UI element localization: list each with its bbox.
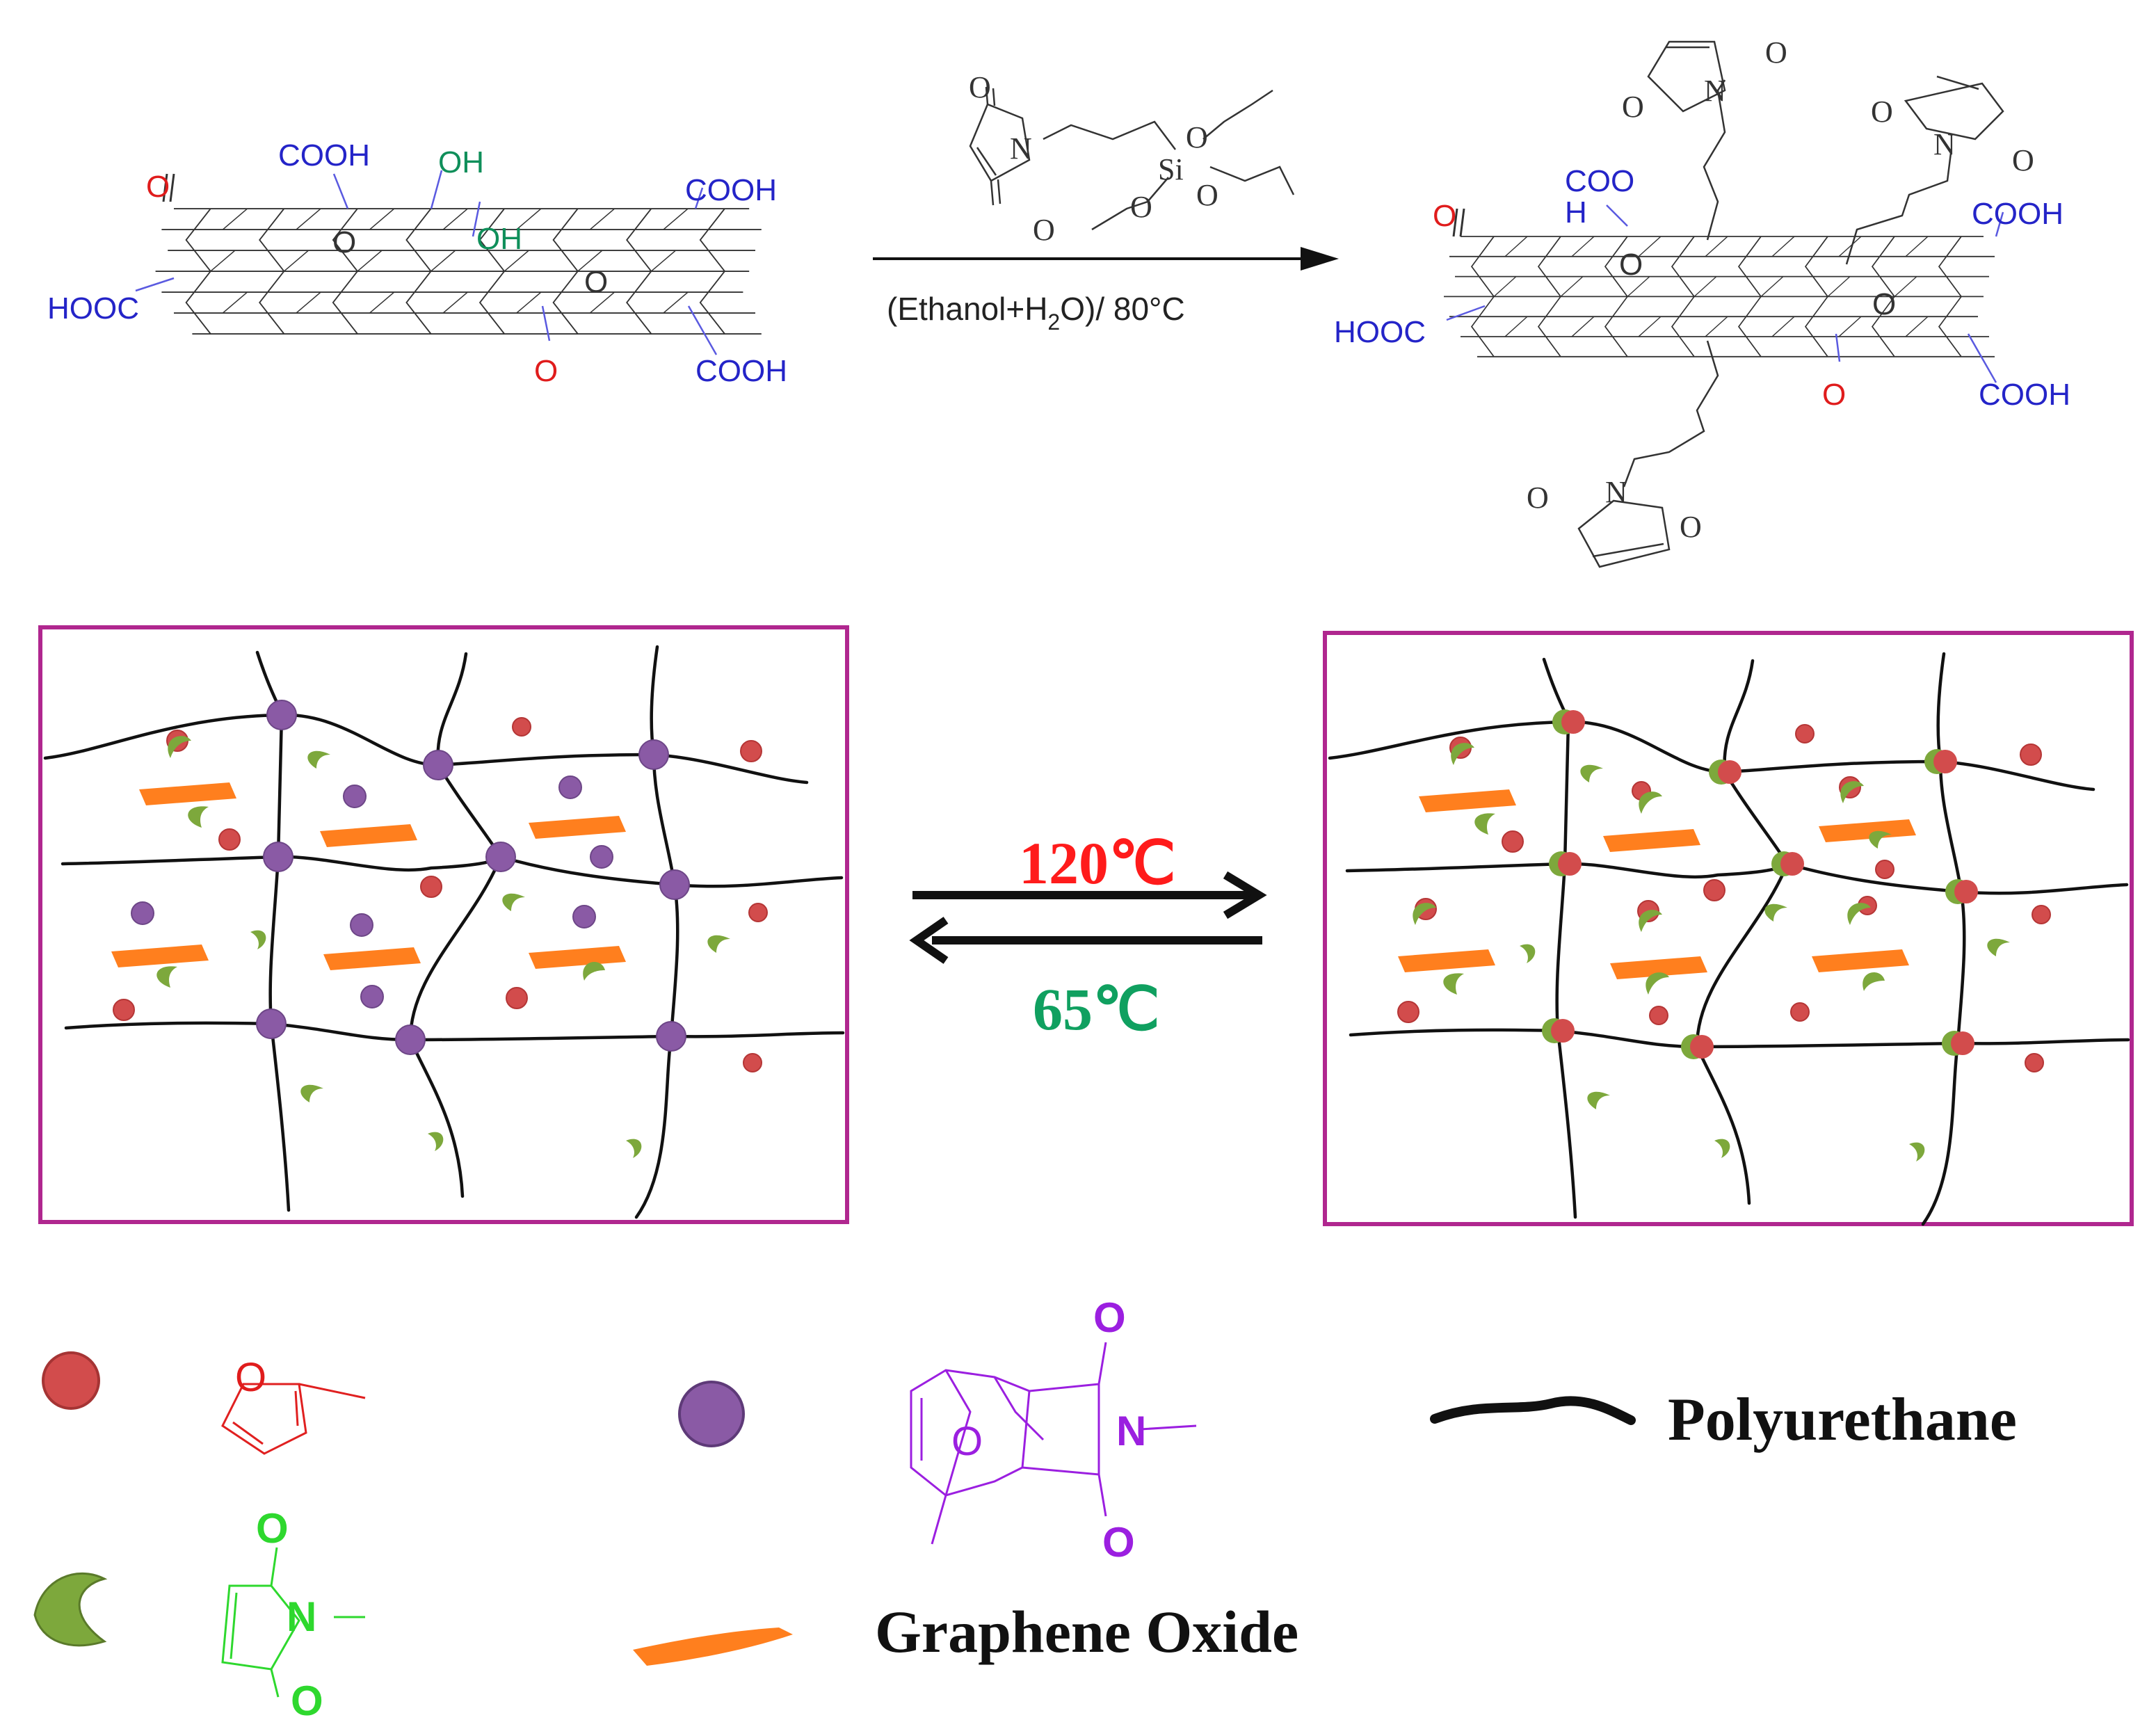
graphene-oxide-label: Graphene Oxide	[875, 1598, 1298, 1665]
epoxy-o-label: O	[584, 265, 608, 299]
maleimide-o-label: O	[1527, 481, 1549, 515]
carboxyl-label: HOOC	[1334, 315, 1426, 349]
carboxyl-label: COOH	[685, 173, 777, 207]
carboxyl-label: COOH	[1979, 378, 2070, 412]
carboxyl-h-label: H	[1565, 195, 1587, 230]
graphene-flake-icons	[111, 782, 626, 970]
carboxyl-label: COO	[1565, 164, 1634, 198]
heating-temperature-label: 120℃	[1019, 830, 1176, 897]
reagent-maleimide-silane: O N O Si O O O	[969, 70, 1295, 247]
maleimide-n-label: N	[1933, 127, 1956, 161]
ethoxy-o-label: O	[1130, 190, 1152, 224]
graphene-oxide-structure-left: O COOH OH OH COOH O O HOOC O COOH	[47, 138, 787, 388]
adduct-crosslink-dots	[131, 700, 690, 1055]
maleimide-o-label: O	[1871, 95, 1893, 129]
ethoxy-o-label: O	[1186, 120, 1208, 154]
reaction-condition: (Ethanol+H2O)/ 80°C	[887, 291, 1185, 335]
carboxyl-label: COOH	[1972, 197, 2064, 231]
ethoxy-o-label: O	[1196, 178, 1218, 212]
silicon-label: Si	[1158, 152, 1184, 186]
reaction-arrow	[873, 247, 1339, 271]
polyurethane-chain-icon	[1430, 1396, 1636, 1425]
equilibrium-arrows: 120℃ 65℃	[909, 830, 1267, 1043]
reagent-o-label: O	[969, 70, 991, 104]
adduct-o-label: O	[951, 1419, 983, 1464]
maleimide-o-label: O	[256, 1505, 289, 1552]
maleimide-crescent-icons	[156, 736, 730, 1158]
graphene-flake-icons	[1398, 789, 1916, 979]
maleimide-n-label: N	[1704, 74, 1726, 108]
maleimide-n-label: N	[287, 1593, 316, 1640]
epoxy-o-label: O	[1619, 248, 1643, 282]
maleimide-o-label: O	[1622, 90, 1644, 124]
furan-dot-icon	[42, 1351, 100, 1410]
carboxyl-label: COOH	[278, 138, 370, 172]
adduct-dot-icon	[678, 1381, 745, 1447]
furan-o-label: O	[235, 1355, 266, 1400]
network-panel-crosslinked	[38, 625, 849, 1224]
epoxy-o-label: O	[332, 225, 356, 259]
ketone-o-label: O	[146, 170, 170, 204]
carboxyl-label: HOOC	[47, 291, 139, 325]
adduct-o-label: O	[1102, 1519, 1135, 1566]
furan-pendant-dots	[113, 717, 768, 1072]
ketone-o-label: O	[1822, 378, 1846, 412]
maleimide-o-label: O	[1680, 510, 1702, 544]
adduct-n-label: N	[1116, 1408, 1146, 1454]
carboxyl-label: COOH	[695, 354, 787, 388]
graphene-flake-icon	[633, 1627, 793, 1666]
reagent-n-label: N	[1010, 131, 1032, 166]
hydroxyl-label: OH	[438, 145, 484, 179]
adduct-o-label: O	[1093, 1294, 1126, 1341]
cooling-temperature-label: 65℃	[1033, 976, 1160, 1043]
network-panel-dissociated	[1323, 631, 2134, 1226]
maleimide-crescent-icon	[33, 1572, 108, 1647]
maleimide-o-label: O	[2012, 143, 2034, 177]
maleimide-o-label: O	[1765, 35, 1787, 70]
epoxy-o-label: O	[1872, 287, 1896, 321]
maleimide-crescent-icons	[1413, 743, 2010, 1162]
split-crosslink-dots	[1542, 709, 1978, 1059]
maleimide-o-label: O	[291, 1678, 323, 1720]
reagent-o-label: O	[1033, 213, 1055, 247]
maleimide-n-label: N	[1605, 475, 1627, 509]
polyurethane-label: Polyurethane	[1668, 1386, 2017, 1454]
hydroxyl-label: OH	[476, 222, 522, 256]
graphene-oxide-structure-right: O COO H O O COOH HOOC O COOH O N O O N O…	[1334, 35, 2070, 568]
ketone-o-label: O	[1433, 199, 1456, 233]
legend: O O O N O Polyurethane O N O Graphene Ox…	[33, 1294, 2017, 1720]
ketone-o-label: O	[534, 354, 558, 388]
